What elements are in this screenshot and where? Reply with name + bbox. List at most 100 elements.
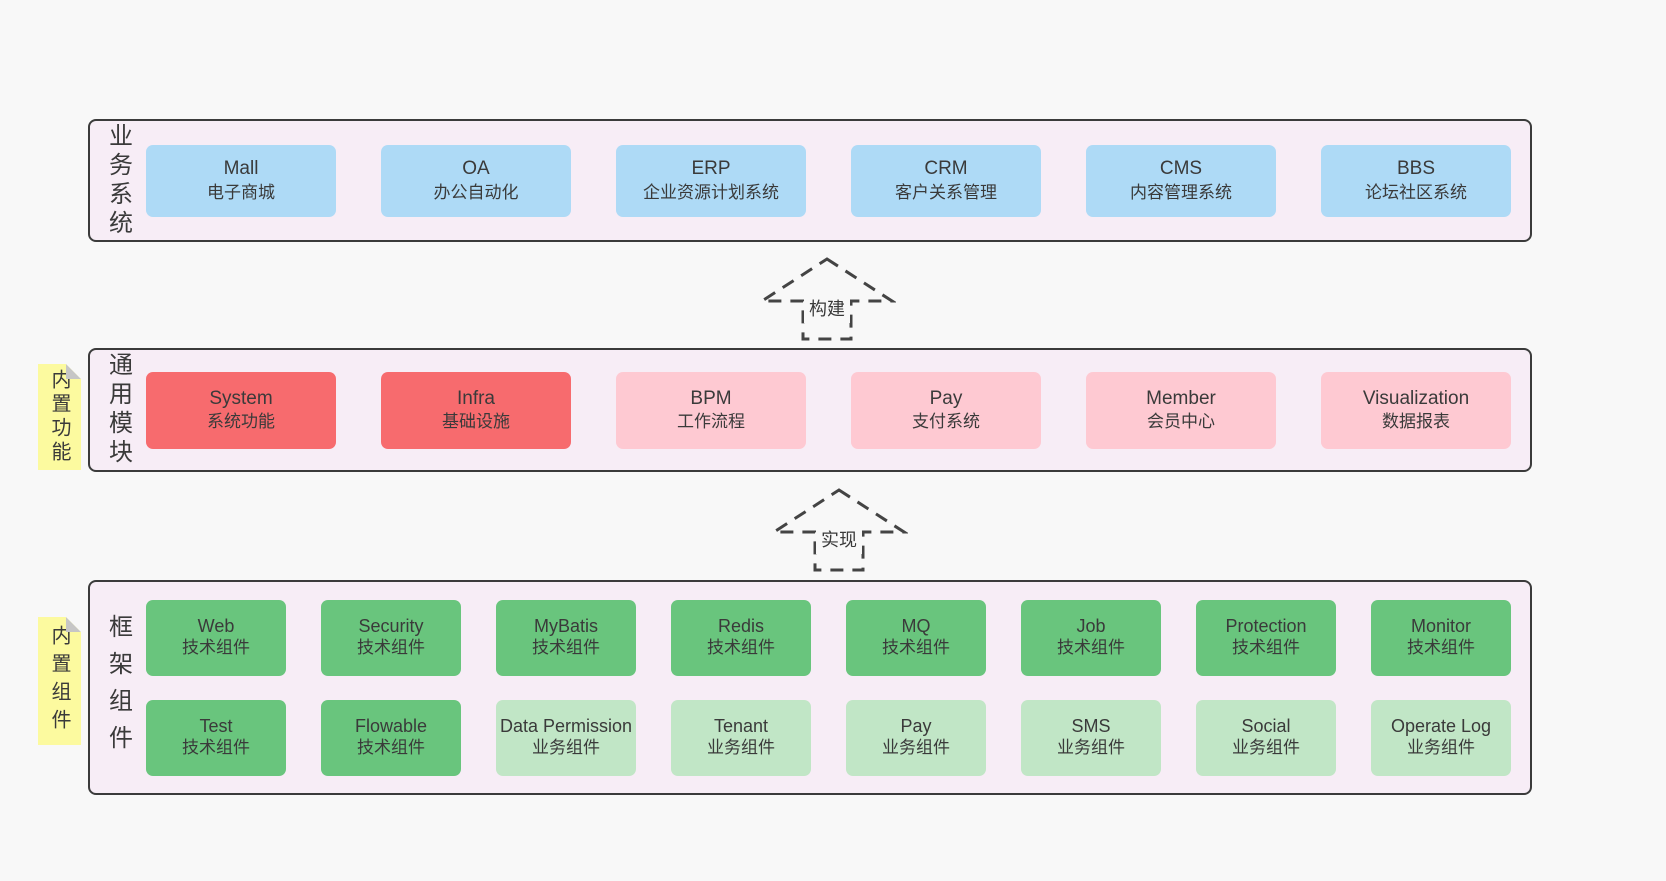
- layer-business-label: 业务系统: [90, 123, 146, 239]
- box-title: Test: [199, 716, 233, 737]
- box-bbs: BBS 论坛社区系统: [1321, 144, 1511, 217]
- box-title: Infra: [456, 387, 496, 409]
- box-data-permission: Data Permission 业务组件: [496, 699, 636, 776]
- box-subtitle: 技术组件: [532, 638, 600, 658]
- box-title: Flowable: [354, 716, 428, 737]
- sticky-note-builtin-components: 内置组件: [38, 617, 81, 745]
- box-mall: Mall 电子商城: [146, 144, 336, 217]
- box-pay-component: Pay 业务组件: [846, 699, 986, 776]
- box-job: Job 技术组件: [1021, 599, 1161, 676]
- box-infra: Infra 基础设施: [381, 371, 571, 449]
- box-title: Tenant: [713, 716, 769, 737]
- up-block-arrow-icon: [758, 257, 896, 341]
- layer-modules-label: 通用模块: [90, 352, 146, 468]
- box-bpm: BPM 工作流程: [616, 371, 806, 449]
- box-subtitle: 内容管理系统: [1130, 182, 1232, 202]
- box-web: Web 技术组件: [146, 599, 286, 676]
- box-subtitle: 企业资源计划系统: [643, 182, 779, 202]
- box-title: Web: [197, 616, 235, 637]
- box-crm: CRM 客户关系管理: [851, 144, 1041, 217]
- modules-box-row: System 系统功能 Infra 基础设施 BPM 工作流程 Pay 支付系统…: [146, 371, 1511, 449]
- arrow-implement-label: 实现: [816, 524, 862, 554]
- box-subtitle: 业务组件: [1407, 738, 1475, 758]
- arrow-build: 构建: [758, 255, 896, 343]
- box-title: Security: [358, 616, 424, 637]
- components-row-2: Test 技术组件 Flowable 技术组件 Data Permission …: [146, 699, 1511, 776]
- box-subtitle: 系统功能: [207, 412, 275, 432]
- box-erp: ERP 企业资源计划系统: [616, 144, 806, 217]
- box-member: Member 会员中心: [1086, 371, 1276, 449]
- box-subtitle: 论坛社区系统: [1365, 182, 1467, 202]
- box-title: Mall: [223, 158, 259, 180]
- business-box-row: Mall 电子商城 OA 办公自动化 ERP 企业资源计划系统 CRM 客户关系…: [146, 144, 1511, 217]
- box-subtitle: 技术组件: [357, 638, 425, 658]
- box-subtitle: 业务组件: [1057, 738, 1125, 758]
- box-subtitle: 会员中心: [1147, 412, 1215, 432]
- layer-framework-components: 框架组件 Web 技术组件 Security 技术组件 MyBatis 技术组件…: [88, 580, 1532, 795]
- arrow-build-label: 构建: [804, 293, 850, 323]
- box-title: OA: [462, 158, 490, 180]
- box-subtitle: 基础设施: [442, 412, 510, 432]
- box-title: CRM: [924, 158, 968, 180]
- box-title: MyBatis: [533, 616, 598, 637]
- box-subtitle: 技术组件: [882, 638, 950, 658]
- box-system: System 系统功能: [146, 371, 336, 449]
- box-tenant: Tenant 业务组件: [671, 699, 811, 776]
- box-title: Protection: [1225, 616, 1307, 637]
- box-title: Monitor: [1410, 616, 1472, 637]
- box-title: BBS: [1396, 158, 1436, 180]
- arrow-implement: 实现: [770, 486, 908, 574]
- note-text: 内置功能: [48, 369, 70, 465]
- box-title: Pay: [929, 387, 963, 409]
- box-subtitle: 业务组件: [1232, 738, 1300, 758]
- box-subtitle: 电子商城: [207, 182, 275, 202]
- box-title: Visualization: [1362, 387, 1470, 409]
- box-security: Security 技术组件: [321, 599, 461, 676]
- box-subtitle: 技术组件: [1407, 638, 1475, 658]
- box-protection: Protection 技术组件: [1196, 599, 1336, 676]
- layer-components-label: 框架组件: [90, 614, 146, 762]
- box-title: MQ: [901, 616, 931, 637]
- box-social: Social 业务组件: [1196, 699, 1336, 776]
- box-subtitle: 业务组件: [882, 738, 950, 758]
- box-operate-log: Operate Log 业务组件: [1371, 699, 1511, 776]
- box-flowable: Flowable 技术组件: [321, 699, 461, 776]
- box-mq: MQ 技术组件: [846, 599, 986, 676]
- box-subtitle: 办公自动化: [433, 182, 519, 202]
- components-rows: Web 技术组件 Security 技术组件 MyBatis 技术组件 Redi…: [146, 599, 1511, 776]
- box-title: System: [209, 387, 273, 409]
- box-title: Operate Log: [1390, 716, 1492, 737]
- box-subtitle: 客户关系管理: [895, 182, 997, 202]
- note-fold-corner-icon: [66, 364, 81, 379]
- box-subtitle: 工作流程: [677, 412, 745, 432]
- layer-components-label-text: 框架组件: [104, 613, 132, 762]
- box-title: Redis: [717, 616, 765, 637]
- up-block-arrow-icon: [770, 488, 908, 572]
- box-mybatis: MyBatis 技术组件: [496, 599, 636, 676]
- box-subtitle: 技术组件: [182, 738, 250, 758]
- box-title: CMS: [1159, 158, 1203, 180]
- box-subtitle: 数据报表: [1382, 412, 1450, 432]
- box-pay-module: Pay 支付系统: [851, 371, 1041, 449]
- box-subtitle: 支付系统: [912, 412, 980, 432]
- box-subtitle: 技术组件: [707, 638, 775, 658]
- box-title: Member: [1146, 387, 1216, 409]
- box-test: Test 技术组件: [146, 699, 286, 776]
- box-title: ERP: [691, 158, 731, 180]
- box-title: SMS: [1071, 716, 1111, 737]
- box-visualization: Visualization 数据报表: [1321, 371, 1511, 449]
- layer-common-modules: 通用模块 System 系统功能 Infra 基础设施 BPM 工作流程 Pay…: [88, 348, 1532, 472]
- box-subtitle: 技术组件: [1232, 638, 1300, 658]
- box-title: Data Permission: [499, 716, 633, 737]
- box-title: Pay: [900, 716, 932, 737]
- box-subtitle: 技术组件: [1057, 638, 1125, 658]
- box-oa: OA 办公自动化: [381, 144, 571, 217]
- box-cms: CMS 内容管理系统: [1086, 144, 1276, 217]
- box-monitor: Monitor 技术组件: [1371, 599, 1511, 676]
- box-subtitle: 业务组件: [532, 738, 600, 758]
- layer-business-label-text: 业务系统: [104, 122, 132, 239]
- components-row-1: Web 技术组件 Security 技术组件 MyBatis 技术组件 Redi…: [146, 599, 1511, 676]
- box-subtitle: 技术组件: [182, 638, 250, 658]
- box-title: Social: [1241, 716, 1291, 737]
